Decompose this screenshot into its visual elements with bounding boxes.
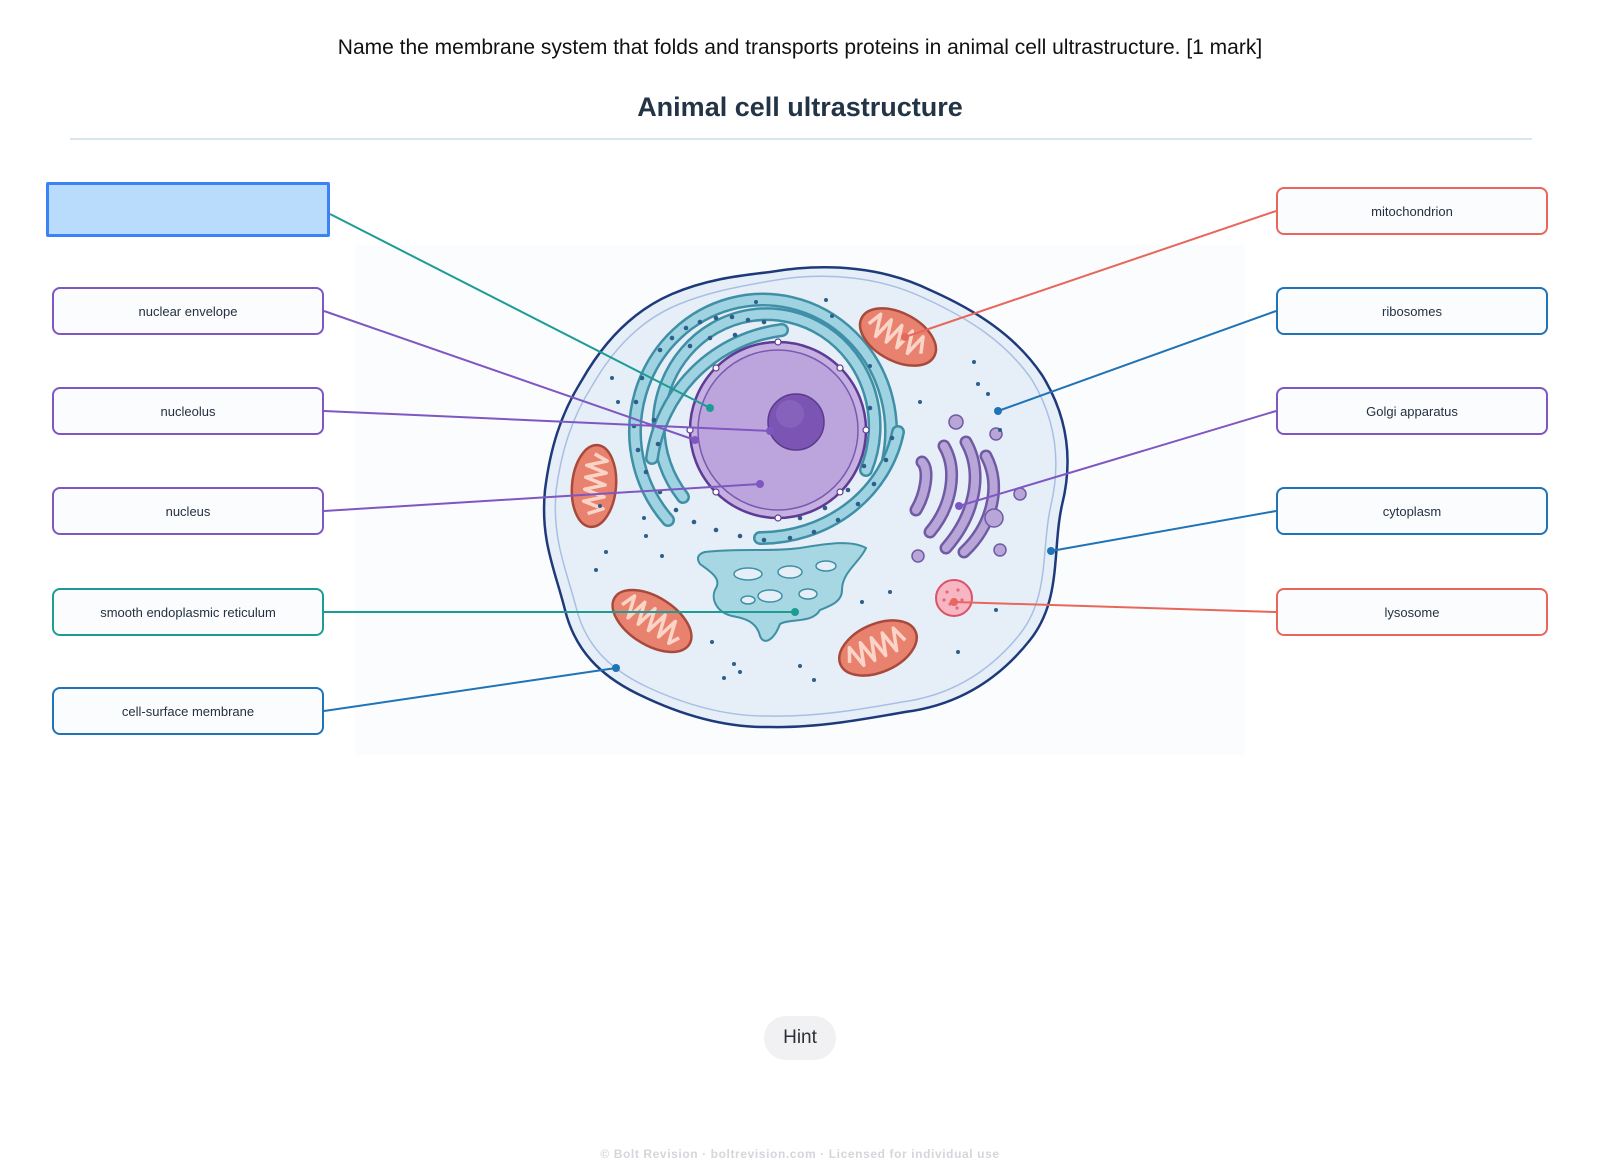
label-ribosomes[interactable]: ribosomes bbox=[1276, 287, 1548, 335]
label-nucleolus[interactable]: nucleolus bbox=[52, 387, 324, 435]
golgi-shape bbox=[909, 435, 1001, 559]
label-golgi-apparatus[interactable]: Golgi apparatus bbox=[1276, 387, 1548, 435]
hint-button[interactable]: Hint bbox=[764, 1016, 836, 1060]
footer-copyright: © Bolt Revision · boltrevision.com · Lic… bbox=[600, 1147, 1000, 1161]
label-nuclear-envelope[interactable]: nuclear envelope bbox=[52, 287, 324, 335]
label-nucleus[interactable]: nucleus bbox=[52, 487, 324, 535]
question-text: Name the membrane system that folds and … bbox=[337, 36, 1263, 59]
label-cytoplasm[interactable]: cytoplasm bbox=[1276, 487, 1548, 535]
title-divider bbox=[70, 138, 1532, 140]
smooth-er-shape bbox=[696, 542, 868, 642]
mitochondria-shapes bbox=[570, 307, 938, 677]
answer-input-box[interactable] bbox=[46, 182, 330, 237]
free-ribosomes bbox=[594, 298, 1002, 682]
label-lysosome[interactable]: lysosome bbox=[1276, 588, 1548, 636]
diagram-title: Animal cell ultrastructure bbox=[637, 92, 963, 122]
nucleus-shape bbox=[686, 338, 870, 522]
label-smooth-endoplasmic-reticulum[interactable]: smooth endoplasmic reticulum bbox=[52, 588, 324, 636]
label-cell-surface-membrane[interactable]: cell-surface membrane bbox=[52, 687, 324, 735]
label-mitochondrion[interactable]: mitochondrion bbox=[1276, 187, 1548, 235]
